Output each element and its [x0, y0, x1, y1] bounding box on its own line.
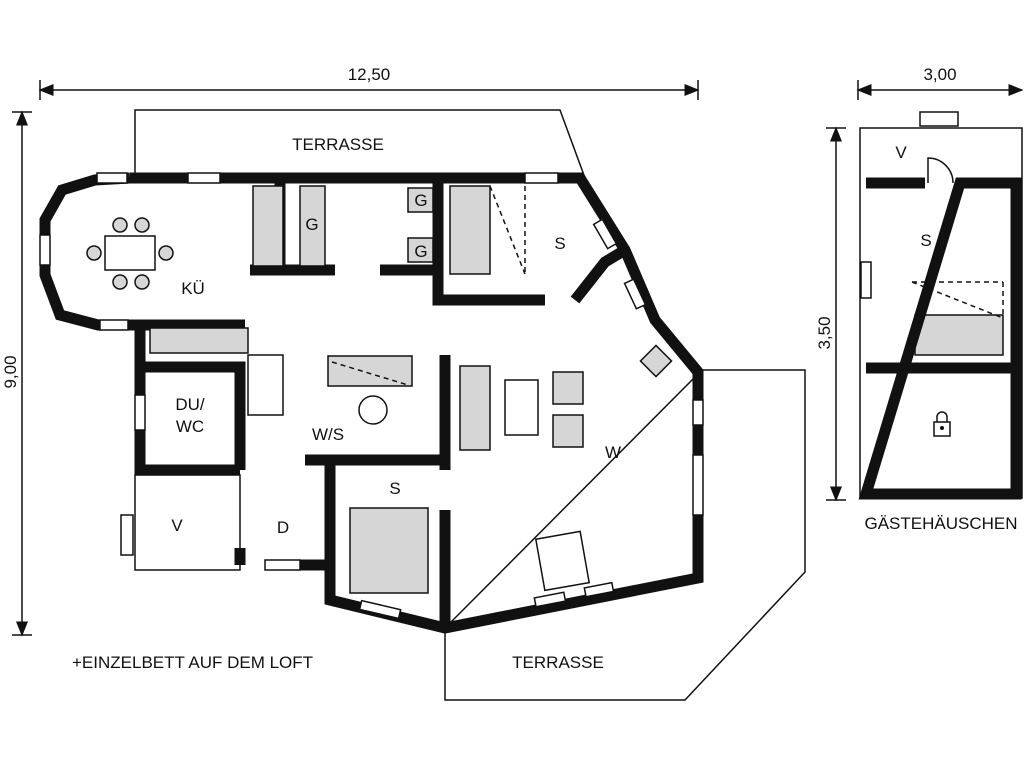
label-bathroom-line2: WC [176, 417, 204, 436]
furniture [86, 185, 1004, 594]
window-box [120, 514, 134, 556]
label-bedroom-1: S [554, 234, 565, 253]
label-guest-house: GÄSTEHÄUSCHEN [864, 514, 1017, 533]
label-terrace-top: TERRASSE [292, 135, 384, 154]
windows [39, 172, 704, 620]
dimension-label: 9,00 [1, 355, 20, 388]
lock-icon [933, 411, 951, 437]
label-terrace-bottom: TERRASSE [512, 653, 604, 672]
label-living-sleeping: W/S [312, 425, 344, 444]
label-wardrobe-1: G [305, 215, 318, 234]
label-living: W [605, 443, 621, 462]
terrace-bottom [444, 369, 806, 701]
label-kitchen: KÜ [181, 279, 205, 298]
note-loft-bed: +EINZELBETT AUF DEM LOFT [72, 653, 313, 672]
label-bedroom-2: S [389, 479, 400, 498]
dimension-label: 3,00 [923, 65, 956, 84]
dimension-main-depth: 9,00 [1, 110, 32, 637]
storage-room-outline [134, 474, 241, 571]
dimension-label: 12,50 [348, 65, 391, 84]
dimension-label: 3,50 [815, 316, 834, 349]
guest-house [858, 111, 1023, 500]
label-hall: D [277, 518, 289, 537]
label-wardrobe-3: G [414, 242, 427, 261]
label-wardrobe-2: G [414, 191, 427, 210]
label-storage: V [171, 516, 183, 535]
dimension-main-width: 12,50 [38, 65, 700, 100]
label-bathroom-line1: DU/ [175, 395, 205, 414]
dimension-guest-depth: 3,50 [815, 126, 846, 502]
dimension-guest-width: 3,00 [856, 65, 1024, 100]
label-guest-storage: V [895, 143, 907, 162]
label-guest-bedroom: S [920, 231, 931, 250]
